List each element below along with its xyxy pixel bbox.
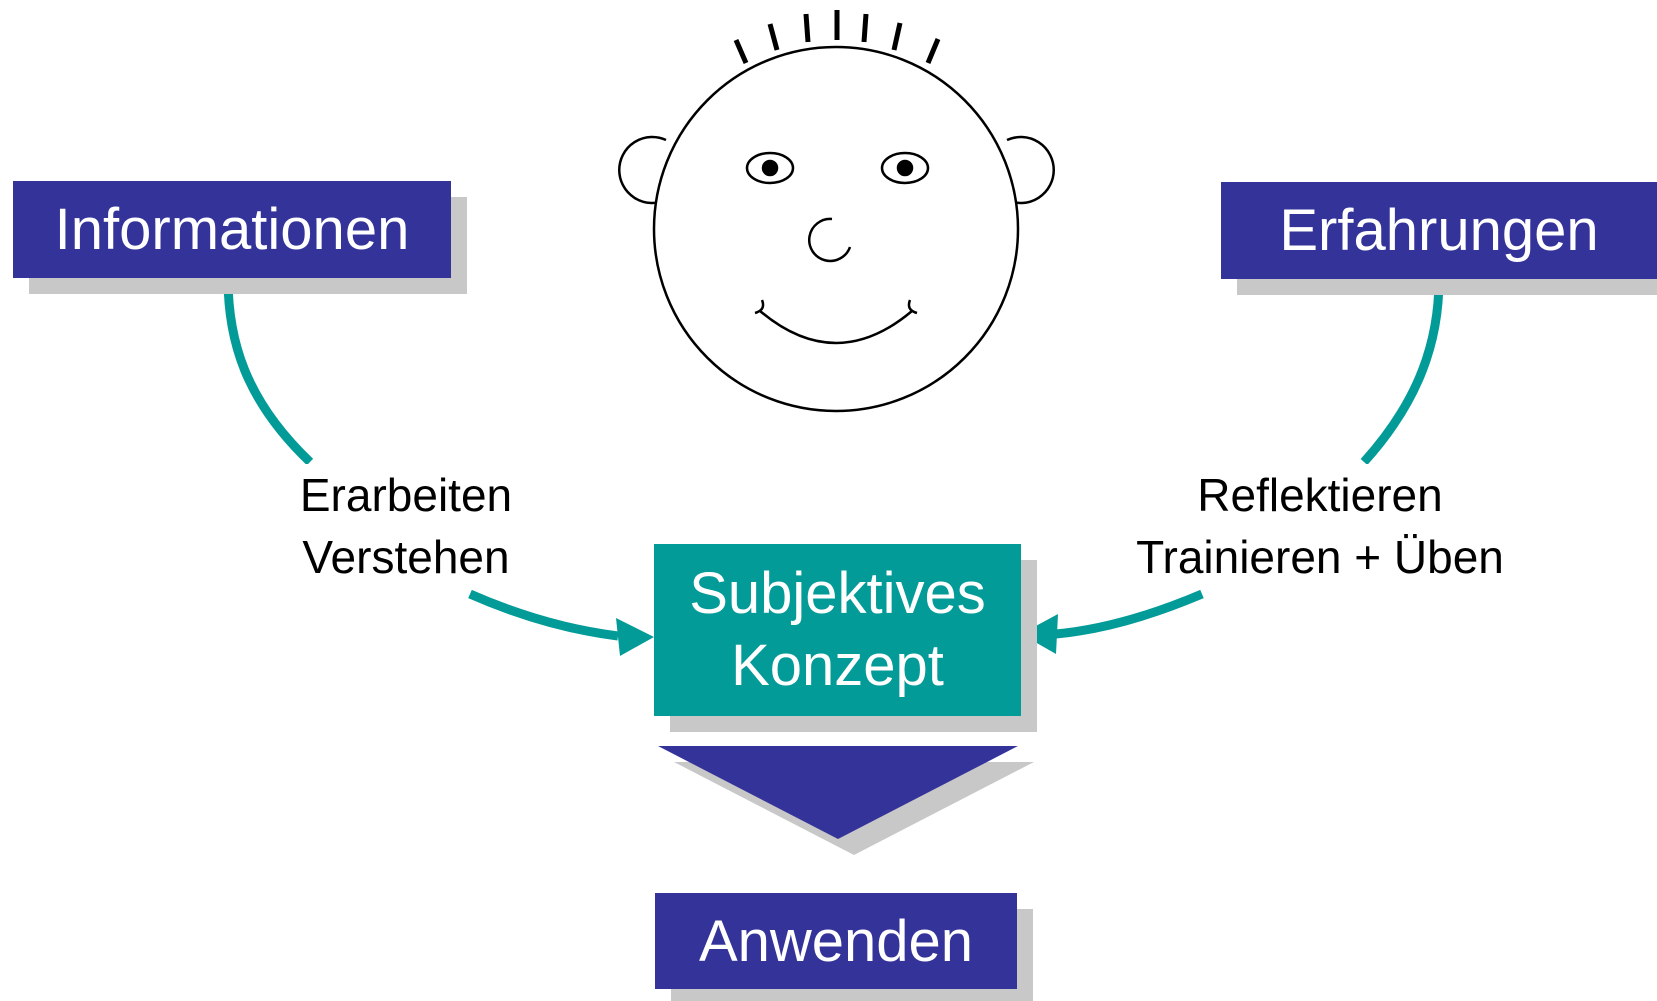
edge-label-left-line1: Erarbeiten [270,464,542,526]
informationen-label: Informationen [54,197,410,262]
edge-label-right: Reflektieren Trainieren + Üben [1080,464,1560,588]
subjektives-konzept-box: Subjektives Konzept [654,544,1021,716]
anwenden-box: Anwenden [655,893,1017,989]
edge-label-left: Erarbeiten Verstehen [270,464,542,588]
arrowhead-right-icon [1021,614,1058,654]
edge-label-right-line1: Reflektieren [1080,464,1560,526]
arrowhead-left-icon [616,618,654,656]
erfahrungen-box: Erfahrungen [1221,182,1657,279]
edge-label-left-line2: Verstehen [270,526,542,588]
informationen-box: Informationen [13,181,451,278]
connector-left-lower [468,589,619,641]
subjektives-label-line2: Konzept [731,633,944,698]
connector-left-upper [223,277,314,466]
connector-right-lower [1055,589,1204,639]
erfahrungen-label: Erfahrungen [1279,198,1599,263]
down-triangle-arrow-icon [658,746,1018,839]
smiley-face-icon [618,10,1055,413]
edge-label-right-line2: Trainieren + Üben [1080,526,1560,588]
anwenden-label: Anwenden [698,908,974,974]
connector-right-upper [1360,278,1444,466]
subjektives-label-line1: Subjektives [689,561,986,626]
